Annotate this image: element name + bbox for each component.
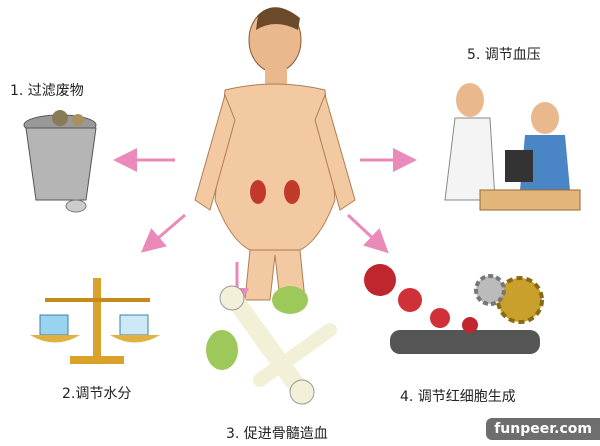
arrows <box>113 148 417 312</box>
watermark: funpeer.com <box>486 418 600 440</box>
trash-can <box>23 110 97 213</box>
label-bone-marrow: 3. 促进骨髓造血 <box>226 426 328 442</box>
label-blood-pressure: 5. 调节血压 <box>467 47 541 63</box>
doctor-patient <box>444 83 581 211</box>
bones <box>206 285 337 405</box>
label-filter-waste: 1. 过滤废物 <box>10 83 84 99</box>
human-body <box>194 7 356 301</box>
label-red-cells: 4. 调节红细胞生成 <box>400 389 516 405</box>
right-kidney <box>284 180 300 204</box>
balance-scale <box>30 278 160 364</box>
red-cell-factory <box>364 264 544 354</box>
label-regulate-water: 2.调节水分 <box>62 386 132 402</box>
left-kidney <box>250 180 266 204</box>
